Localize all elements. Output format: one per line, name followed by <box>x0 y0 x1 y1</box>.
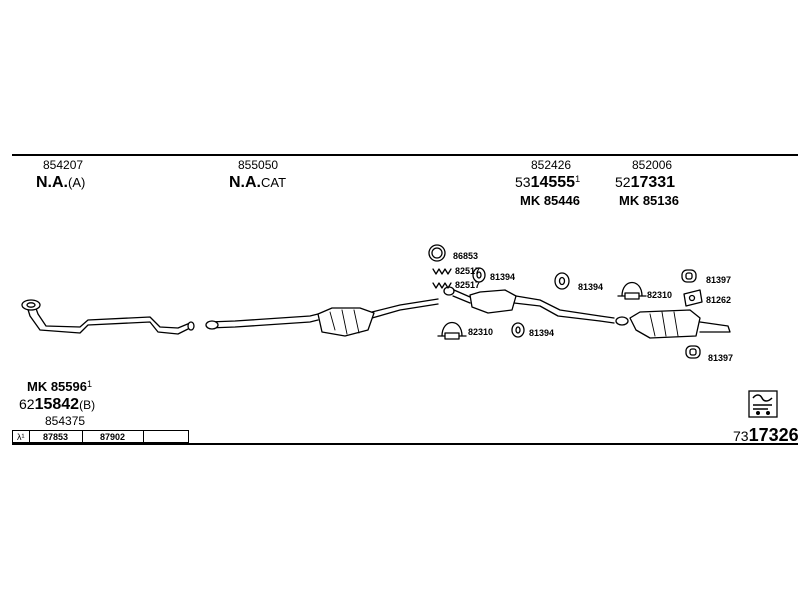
part4-code: 852006 <box>632 158 673 172</box>
diagram-reference-number: 7317326 <box>733 425 799 446</box>
footer-number-prefix: 62 <box>19 396 35 412</box>
callout-81394a: 81394 <box>490 272 516 282</box>
spring-82517a <box>432 268 452 275</box>
clamp-86853 <box>428 244 446 262</box>
callout-82517a: 82517 <box>455 266 481 276</box>
part4-mk: MK 85136 <box>619 193 679 208</box>
spring-82517b <box>432 282 452 289</box>
part2-code: 855050 <box>238 158 279 172</box>
hanger-81394a <box>472 267 486 283</box>
footer-number-suffix: (B) <box>79 398 96 412</box>
part4-number-prefix: 52 <box>615 174 631 190</box>
footer-code: 854375 <box>45 414 86 428</box>
ref-prefix: 73 <box>733 428 749 444</box>
part3-number: 53145551 <box>515 174 580 192</box>
callout-82310a: 82310 <box>468 327 494 337</box>
part1-label: N.A.(A) <box>36 174 85 192</box>
hanger-81397a <box>681 269 697 283</box>
top-divider <box>12 154 798 156</box>
part3-number-prefix: 53 <box>515 174 531 190</box>
front-pipe <box>21 299 195 335</box>
callout-86853: 86853 <box>453 251 479 261</box>
hanger-81394b <box>554 272 570 290</box>
callout-81394b: 81394 <box>578 282 604 292</box>
part1-label-main: N.A. <box>36 174 68 191</box>
callout-82517b: 82517 <box>455 280 481 290</box>
lambda-sensor-table: λ¹ 87853 87902 <box>12 430 189 443</box>
part3-code: 852426 <box>531 158 572 172</box>
footer-mk-sup: 1 <box>86 379 92 389</box>
rear-silencer <box>599 309 731 339</box>
hanger-81394c <box>511 322 525 338</box>
part2-label: N.A.CAT <box>229 174 286 192</box>
ref-main: 17326 <box>748 425 799 445</box>
part2-label-main: N.A. <box>229 174 261 191</box>
hanger-81262 <box>683 289 703 307</box>
part3-number-sup: 1 <box>575 174 581 184</box>
hanger-81397b <box>685 345 701 359</box>
parts-catalog-icon <box>748 390 778 418</box>
lambda-cell-3 <box>142 430 189 443</box>
bottom-divider <box>12 443 798 445</box>
footer-number: 6215842(B) <box>19 396 95 414</box>
callout-81394c: 81394 <box>529 328 555 338</box>
part3-number-main: 14555 <box>530 174 576 191</box>
lambda-cell-2: 87902 <box>81 430 144 443</box>
footer-mk-text: MK 85596 <box>27 379 87 394</box>
callout-82310b: 82310 <box>647 290 673 300</box>
part1-code: 854207 <box>43 158 84 172</box>
clamp-82310a <box>437 321 467 340</box>
part2-label-suffix: CAT <box>261 175 287 190</box>
callout-81397b: 81397 <box>708 353 734 363</box>
part4-number-main: 17331 <box>630 174 676 191</box>
part3-mk: MK 85446 <box>520 193 580 208</box>
footer-number-main: 15842 <box>34 396 80 413</box>
catalyst-pipe <box>205 298 439 337</box>
lambda-cell-1: 87853 <box>28 430 83 443</box>
lambda-symbol: λ¹ <box>12 430 30 443</box>
part4-number: 5217331 <box>615 174 675 192</box>
callout-81397a: 81397 <box>706 275 732 285</box>
callout-81262: 81262 <box>706 295 732 305</box>
part1-label-suffix: (A) <box>68 175 86 190</box>
clamp-82310b <box>617 281 647 300</box>
footer-mk: MK 855961 <box>27 379 92 394</box>
middle-pipe <box>443 286 601 322</box>
